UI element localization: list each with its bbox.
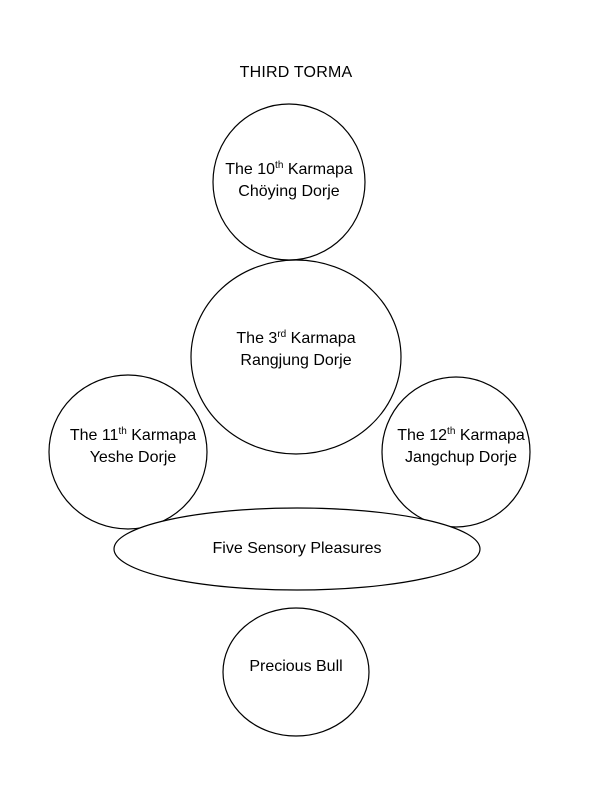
- karmapa-10-name: Chöying Dorje: [238, 183, 340, 200]
- karmapa-3-circle: [190, 259, 402, 455]
- karmapa-12-name: Jangchup Dorje: [404, 449, 518, 466]
- precious-bull-circle: [222, 607, 370, 737]
- karmapa-3-heading: The 3rd Karmapa: [236, 329, 356, 348]
- karmapa-10-label: The 10th Karmapa Chöying Dorje: [199, 159, 379, 203]
- karmapa-10-heading: The 10th Karmapa: [225, 160, 353, 179]
- karmapa-11-heading: The 11th Karmapa: [69, 426, 197, 445]
- karmapa-11-name: Yeshe Dorje: [89, 449, 177, 466]
- five-sensory-label: Five Sensory Pleasures: [212, 540, 382, 557]
- five-sensory-ellipse: [113, 507, 481, 591]
- karmapa-12-circle: [381, 376, 531, 528]
- karmapa-12-label: The 12th Karmapa Jangchup Dorje: [371, 425, 551, 469]
- karmapa-11-label: The 11th Karmapa Yeshe Dorje: [43, 425, 223, 469]
- karmapa-11-circle: [48, 374, 208, 530]
- karmapa-12-heading: The 12th Karmapa: [397, 426, 525, 445]
- diagram-title: THIRD TORMA: [239, 64, 353, 81]
- precious-bull-label: Precious Bull: [249, 658, 343, 675]
- karmapa-3-label: The 3rd Karmapa Rangjung Dorje: [206, 328, 386, 372]
- karmapa-3-name: Rangjung Dorje: [240, 352, 352, 369]
